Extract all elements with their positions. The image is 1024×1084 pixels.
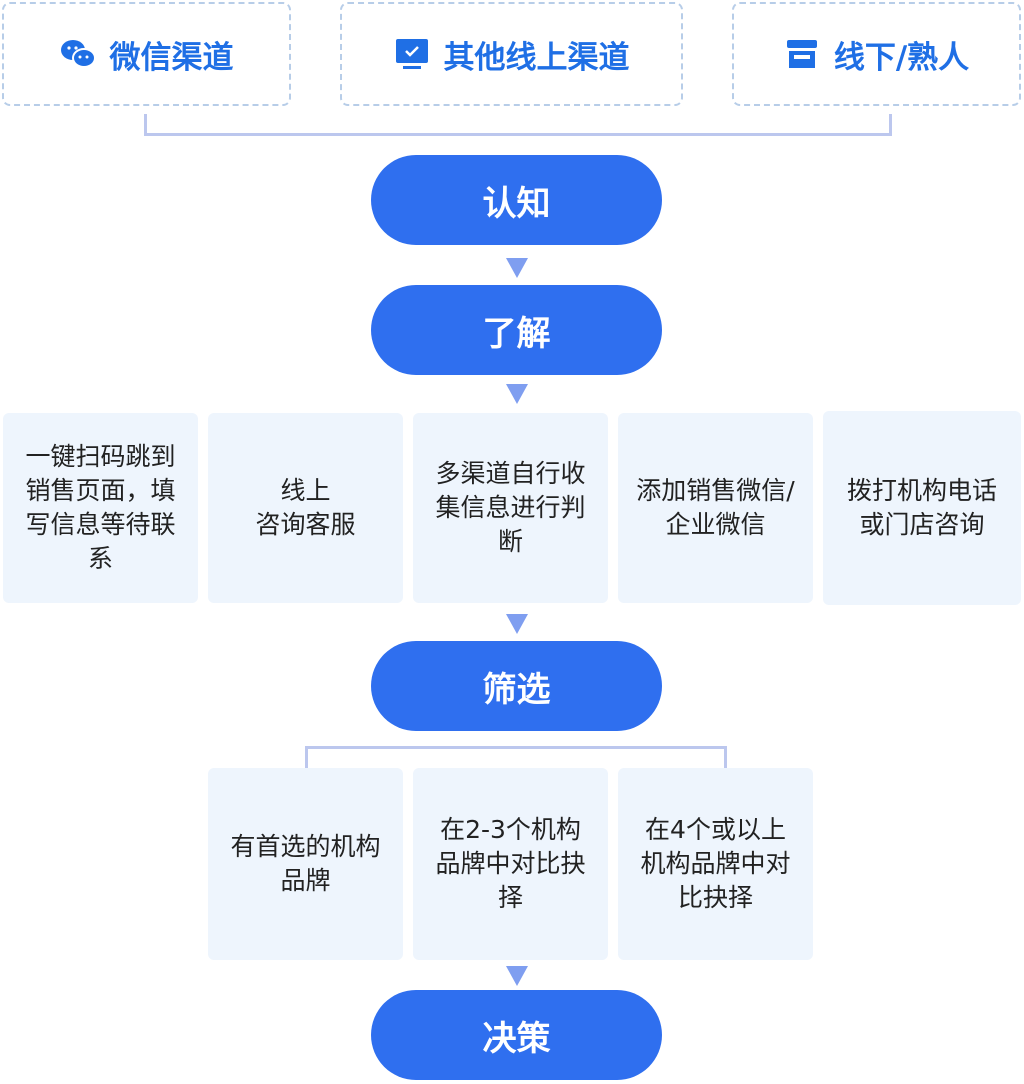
arrow-down-icon (506, 614, 528, 634)
stage-awareness: 认知 (371, 155, 662, 245)
source-label: 线下/熟人 (833, 39, 970, 76)
source-wechat: 微信渠道 (2, 2, 291, 106)
connector (144, 133, 892, 136)
connector (889, 114, 892, 136)
connector (305, 746, 727, 749)
connector (144, 114, 147, 136)
arrow-down-icon (506, 966, 528, 986)
store-icon (784, 36, 820, 72)
option-card: 在2-3个机构品牌中对比抉择 (413, 768, 608, 960)
stage-understanding: 了解 (371, 285, 662, 375)
method-card: 线上 咨询客服 (208, 413, 403, 603)
stage-decision: 决策 (371, 990, 662, 1080)
option-card: 在4个或以上机构品牌中对比抉择 (618, 768, 813, 960)
method-card: 添加销售微信/企业微信 (618, 413, 813, 603)
method-card: 拨打机构电话或门店咨询 (823, 411, 1021, 605)
method-card: 多渠道自行收集信息进行判断 (413, 413, 608, 603)
source-online: 其他线上渠道 (340, 2, 683, 106)
arrow-down-icon (506, 384, 528, 404)
source-offline: 线下/熟人 (732, 2, 1021, 106)
method-card: 一键扫码跳到销售页面，填写信息等待联系 (3, 413, 198, 603)
stage-screening: 筛选 (371, 641, 662, 731)
source-label: 微信渠道 (109, 39, 234, 76)
monitor-check-icon (394, 36, 430, 72)
arrow-down-icon (506, 258, 528, 278)
connector (305, 746, 308, 768)
option-card: 有首选的机构品牌 (208, 768, 403, 960)
wechat-icon (60, 36, 96, 72)
connector (724, 746, 727, 768)
source-label: 其他线上渠道 (443, 39, 630, 76)
